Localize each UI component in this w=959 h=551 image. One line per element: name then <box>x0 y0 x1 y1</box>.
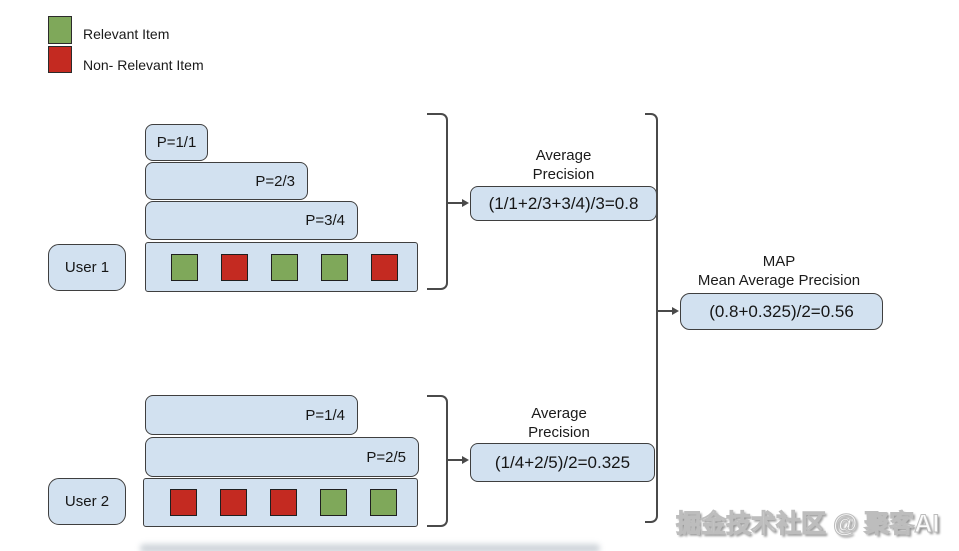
non-relevant-item-label: Non- Relevant Item <box>83 57 204 73</box>
relevant-item-square <box>321 253 348 281</box>
user1-arrow-line <box>448 202 463 204</box>
non-relevant-item-square <box>270 489 297 516</box>
user1-average-precision-title: Average Precision <box>532 147 595 183</box>
user1-precision-box-3: P=3/4 <box>145 201 358 240</box>
map-arrow-line <box>658 310 673 312</box>
relevant-item-square <box>271 253 298 281</box>
non-relevant-item-square <box>221 253 248 281</box>
user2-arrow-head-icon <box>462 456 469 464</box>
bottom-cutoff-smudge <box>140 544 600 551</box>
user2-precision-box-2: P=2/5 <box>145 437 419 477</box>
user1-arrow-head-icon <box>462 199 469 207</box>
relevant-item-swatch <box>48 16 72 44</box>
relevant-item-square <box>370 489 397 516</box>
user2-item-row <box>143 478 418 527</box>
user1-precision-box-1: P=1/1 <box>145 124 208 161</box>
user1-item-row <box>145 242 418 292</box>
user1-average-precision-formula-box: (1/1+2/3+3/4)/3=0.8 <box>470 186 657 221</box>
non-relevant-item-square <box>371 253 398 281</box>
relevant-item-label: Relevant Item <box>83 26 170 42</box>
user2-label-box: User 2 <box>48 478 126 525</box>
map-title: MAP Mean Average Precision <box>697 253 861 289</box>
user2-average-precision-formula-box: (1/4+2/5)/2=0.325 <box>470 443 655 482</box>
non-relevant-item-square <box>170 489 197 516</box>
map-formula-box: (0.8+0.325)/2=0.56 <box>680 293 883 330</box>
relevant-item-square <box>320 489 347 516</box>
non-relevant-item-swatch <box>48 46 72 73</box>
map-bracket <box>645 113 658 523</box>
watermark-text: 掘金技术社区 @ 聚客AI <box>676 510 940 539</box>
user2-precision-box-1: P=1/4 <box>145 395 358 435</box>
user1-label-box: User 1 <box>48 244 126 291</box>
relevant-item-square <box>171 253 198 281</box>
map-arrow-head-icon <box>672 307 679 315</box>
user1-precision-box-2: P=2/3 <box>145 162 308 200</box>
user2-average-precision-title: Average Precision <box>528 405 590 441</box>
user2-bracket <box>427 395 448 527</box>
user2-arrow-line <box>448 459 463 461</box>
non-relevant-item-square <box>220 489 247 516</box>
user1-bracket <box>427 113 448 290</box>
